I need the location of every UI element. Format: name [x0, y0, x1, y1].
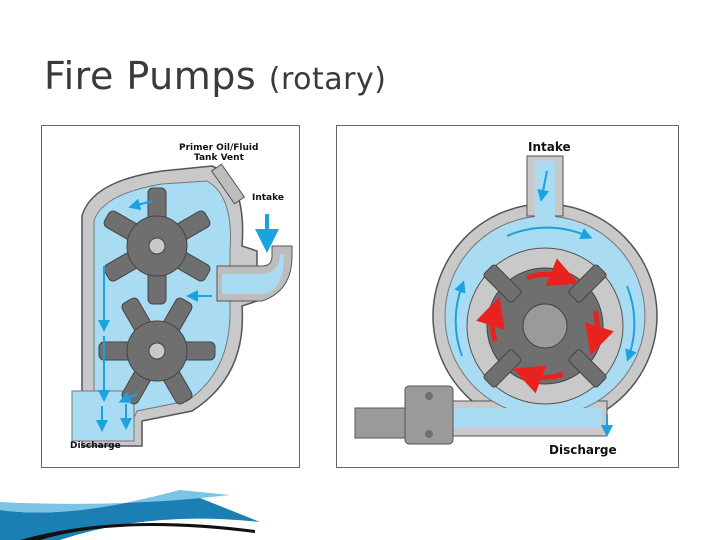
- intake-pipe: [216, 245, 293, 302]
- discharge-label: Discharge: [70, 441, 121, 451]
- slide-title: Fire Pumps (rotary): [44, 54, 386, 98]
- flow-arrows: [96, 198, 212, 432]
- discharge-label: Discharge: [549, 443, 617, 457]
- rotary-vane-pump-diagram: Intake Discharge: [336, 125, 679, 468]
- gear-pump-illustration: Primer Oil/Fluid Tank Vent Intake Discha…: [70, 143, 293, 451]
- rotor-shaft: [522, 303, 568, 349]
- primer-vent-pipe: [210, 163, 246, 205]
- title-suffix: (rotary): [268, 62, 387, 97]
- discharge-flange: [354, 385, 454, 445]
- upper-gear: [103, 187, 211, 305]
- vanes: [483, 264, 607, 388]
- intake-label: Intake: [528, 140, 571, 154]
- rotation-arrows: [476, 258, 614, 394]
- vent-label-line2: Tank Vent: [194, 153, 245, 163]
- flow-arrows: [454, 170, 637, 437]
- vane-pump-illustration: Intake Discharge: [354, 140, 658, 457]
- intake-label: Intake: [252, 193, 284, 203]
- decorative-swoosh: [0, 490, 260, 540]
- rotary-gear-pump-diagram: Primer Oil/Fluid Tank Vent Intake Discha…: [41, 125, 300, 468]
- title-main: Fire Pumps: [44, 54, 257, 98]
- vent-label-line1: Primer Oil/Fluid: [179, 143, 258, 153]
